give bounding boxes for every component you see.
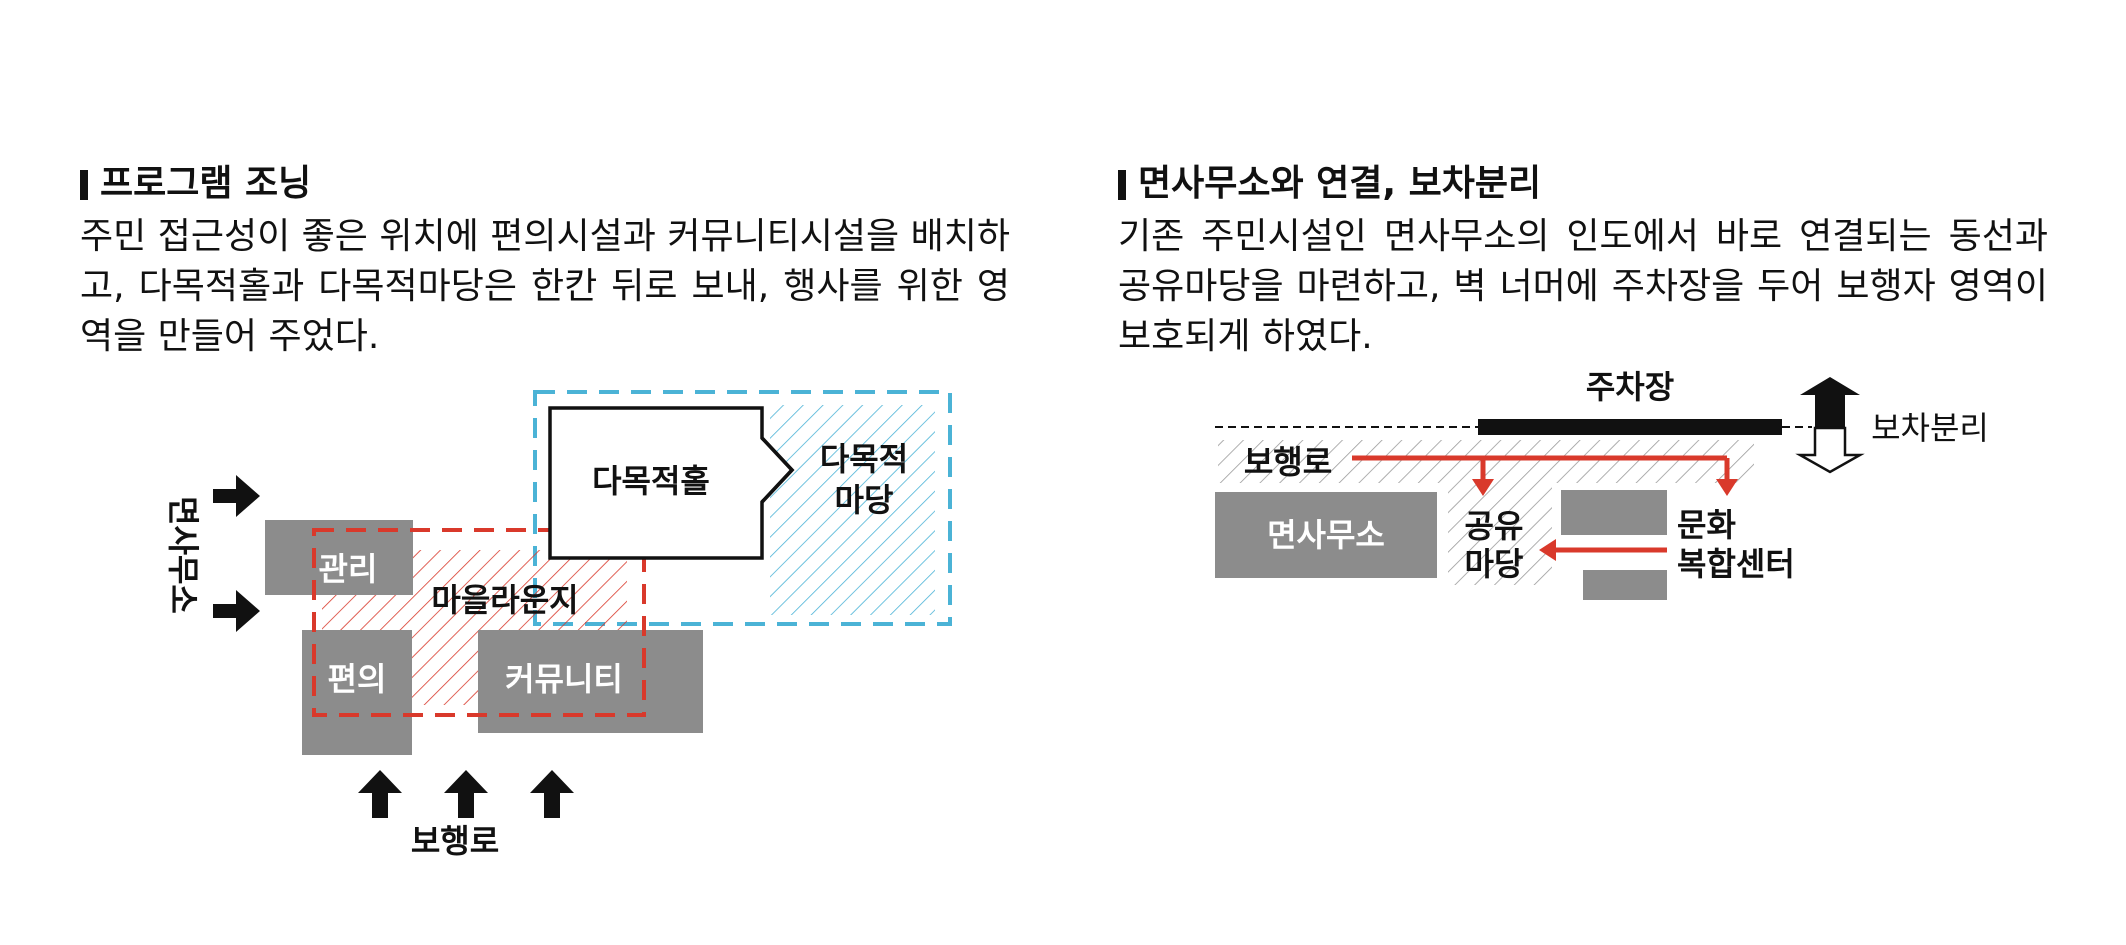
parking-label: 주차장: [1586, 368, 1674, 406]
walkway-arrow-3-icon: [530, 770, 574, 818]
shared-yard-line2: 마당: [1465, 545, 1524, 583]
lounge-label: 마을라운지: [431, 581, 578, 619]
separation-panel: 면사무소와 연결, 보차분리 기존 주민시설인 면사무소의 인도에서 바로 연결…: [1118, 160, 2048, 362]
program-zoning-panel: 프로그램 조닝 주민 접근성이 좋은 위치에 편의시설과 커뮤니티시설을 배치하…: [80, 160, 1010, 362]
shared-yard-hatch: [1448, 483, 1552, 585]
yard-label-line2: 마당: [835, 481, 894, 519]
walkway-label: 보행로: [411, 822, 499, 860]
separation-title: 면사무소와 연결, 보차분리: [1138, 163, 1542, 204]
separation-down-arrow-icon: [1795, 426, 1865, 474]
multipurpose-yard-hatch: [770, 405, 935, 615]
yard-label-line1: 다목적: [820, 440, 908, 478]
admin-label: 관리: [319, 550, 378, 588]
zoning-diagram: 관리 편의 커뮤니티 마을라운지 다목적홀 다목적 마당 보행로 면사무소: [164, 390, 952, 860]
culture-to-yard-arrowhead-icon: [1539, 539, 1556, 561]
lounge-zone-outline: [312, 528, 646, 717]
hall-arrow-outline: [760, 436, 795, 504]
program-zoning-description: 주민 접근성이 좋은 위치에 편의시설과 커뮤니티시설을 배치하고, 다목적홀과…: [80, 216, 1010, 357]
office-label: 면사무소: [1267, 516, 1385, 554]
route-to-yard-arrowhead-icon: [1472, 479, 1494, 496]
separation-heading: 면사무소와 연결, 보차분리: [1118, 160, 2048, 208]
walkway-arrow-1-icon: [358, 770, 402, 818]
event-zone-outline: [533, 390, 952, 626]
heading-marker: [1118, 170, 1126, 200]
admin-block: [265, 520, 413, 595]
walkway-band-hatch: [1218, 440, 1754, 483]
program-zoning-heading: 프로그램 조닝: [80, 160, 1010, 208]
walkway-right-label: 보행로: [1244, 443, 1332, 481]
community-label: 커뮤니티: [505, 660, 623, 698]
culture-line2: 복합센터: [1677, 545, 1795, 583]
convenience-block: [302, 630, 412, 755]
separation-label: 보차분리: [1871, 409, 1989, 447]
separation-up-arrow-icon: [1800, 377, 1860, 428]
separation-diagram: 주차장 보차분리 보행로 면사무소 공유 마당 문화 복합센터: [1215, 368, 1989, 600]
convenience-label: 편의: [328, 660, 387, 698]
separation-description: 기존 주민시설인 면사무소의 인도에서 바로 연결되는 동선과 공유마당을 마련…: [1118, 216, 2048, 357]
program-zoning-title: 프로그램 조닝: [100, 163, 312, 204]
culture-block-lower: [1583, 570, 1667, 600]
office-arrow-upper-icon: [213, 475, 260, 517]
culture-block-upper: [1561, 490, 1667, 535]
culture-line1: 문화: [1677, 506, 1736, 544]
office-side-label: 면사무소: [164, 496, 202, 614]
office-block: [1215, 492, 1437, 578]
parking-wall: [1478, 419, 1782, 435]
heading-marker: [80, 170, 88, 200]
walkway-arrow-2-icon: [444, 770, 488, 818]
hall-label: 다목적홀: [592, 462, 710, 500]
route-to-culture-arrowhead-icon: [1716, 479, 1738, 496]
shared-yard-line1: 공유: [1465, 507, 1524, 545]
office-arrow-lower-icon: [213, 590, 260, 632]
